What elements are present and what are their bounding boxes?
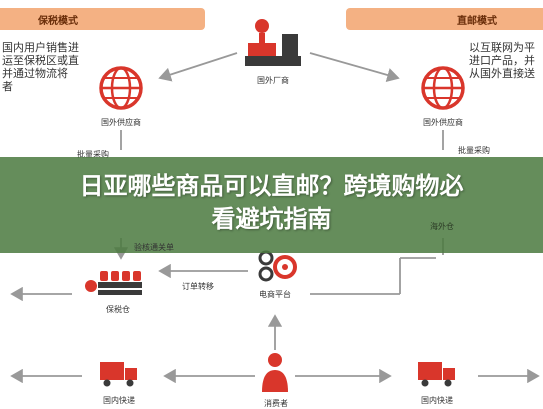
bulk-purchase-left-label: 批量采购 [77, 150, 109, 159]
direct-mail-mode-description: 以互联网为平 进口产品，并 从国外直接送 [469, 41, 535, 80]
truck-icon [100, 362, 137, 387]
domestic-express-left-label: 国内快递 [103, 396, 135, 405]
article-title: 日亚哪些商品可以直邮？跨境购物必 看避坑指南 [0, 170, 543, 236]
consumer-label: 消费者 [264, 399, 288, 408]
bonded-mode-title: 保税模式 [38, 15, 78, 27]
globe-icon [99, 66, 143, 110]
foreign-supplier-left-label: 国外供应商 [101, 118, 141, 127]
order-transfer-label: 订单转移 [182, 282, 214, 291]
title-line-2: 看避坑指南 [211, 205, 332, 233]
bonded-warehouse-label: 保税仓 [106, 305, 130, 314]
foreign-supplier-right-label: 国外供应商 [423, 118, 463, 127]
gears-icon [258, 250, 297, 282]
title-line-1: 日亚哪些商品可以直邮？跨境购物必 [79, 172, 464, 200]
ecommerce-platform-label: 电商平台 [259, 290, 291, 299]
title-banner [0, 157, 543, 253]
domestic-express-right-label: 国内快递 [421, 396, 453, 405]
factory-icon [245, 19, 301, 66]
consumer-icon [262, 353, 288, 392]
truck-icon [418, 362, 455, 387]
bonded-mode-header: 保税模式 [0, 8, 205, 30]
bonded-warehouse-icon [85, 271, 142, 295]
globe-icon [421, 66, 465, 110]
overseas-warehouse-label: 海外仓 [430, 222, 454, 231]
direct-mail-mode-header: 直邮模式 [346, 8, 543, 30]
bulk-purchase-right-label: 批量采购 [458, 146, 490, 155]
bonded-mode-description: 国内用户销售进 运至保税区或直 并通过物流将 者 [2, 41, 79, 93]
foreign-factory-label: 国外厂商 [257, 76, 289, 85]
direct-mail-mode-title: 直邮模式 [457, 15, 497, 27]
customs-transfer-label: 验核通关单 [134, 243, 174, 252]
